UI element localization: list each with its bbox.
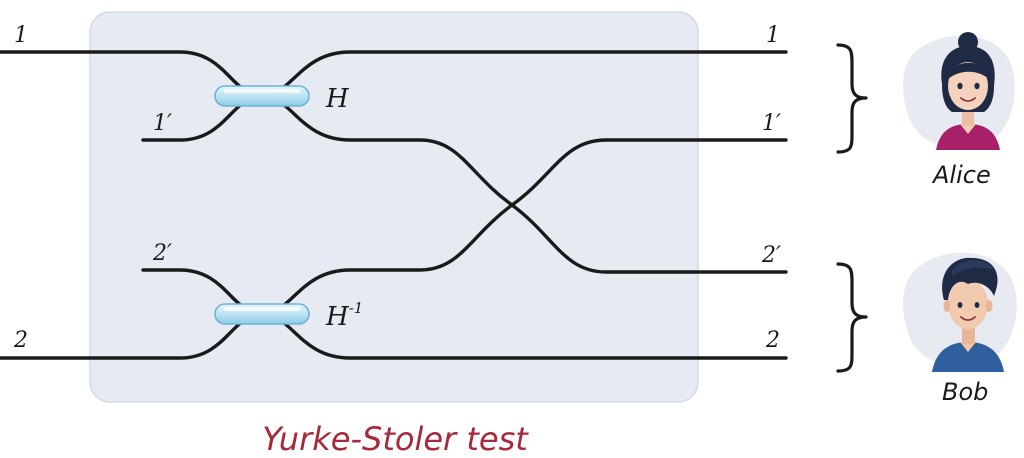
left-mode-2: 2 [13,328,28,353]
right-mode-2: 2 [765,328,780,353]
diagram-title: Yurke-Stoler test [262,420,529,458]
interferometer-panel [89,11,699,403]
party-label-bob: Bob [942,378,988,406]
alice-avatar-icon [903,32,1015,150]
bob-avatar-icon [903,252,1017,372]
right-mode-2p: 2′ [761,243,781,268]
operator-label-bottom: H-1 [325,299,363,332]
beamsplitter-icon [214,303,310,325]
party-label-alice: Alice [931,161,991,189]
right-mode-1p: 1′ [762,111,781,136]
left-mode-1: 1 [14,23,28,48]
left-mode-2p: 2′ [152,241,172,266]
operator-label-top: H [325,84,350,114]
right-mode-1: 1 [766,23,780,48]
beamsplitter-icon [214,85,310,107]
right-curly-brace-icon [836,262,868,373]
left-mode-1p: 1′ [153,111,172,136]
right-curly-brace-icon [836,43,868,154]
